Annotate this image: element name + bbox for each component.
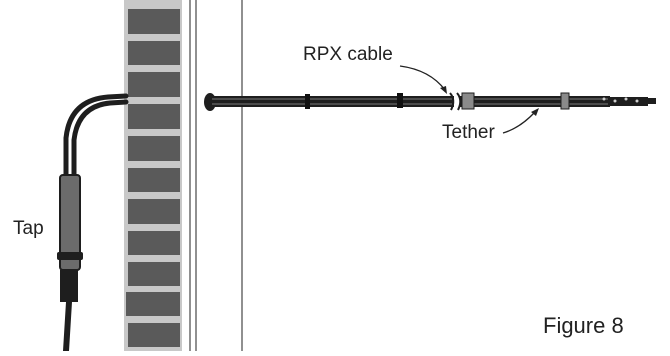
rpx-cable	[204, 92, 656, 111]
brick	[126, 292, 180, 316]
tether-end	[602, 97, 656, 106]
tether-detail	[624, 97, 628, 101]
cable-break-mark	[449, 92, 455, 111]
leader-lines	[399, 65, 539, 134]
tether-detail	[613, 99, 617, 103]
tether-tip	[640, 98, 656, 104]
tether-leader-arrow	[531, 108, 539, 116]
brick	[128, 72, 180, 97]
tether-label: Tether	[442, 122, 495, 143]
tap-cable-outer	[63, 93, 129, 265]
cable-tie	[397, 93, 403, 108]
rpx-cable-label: RPX cable	[303, 44, 393, 65]
tether-band	[461, 92, 475, 110]
figure-caption: Figure 8	[543, 313, 624, 338]
cable-tie	[305, 94, 310, 109]
cable-break-mark	[456, 92, 462, 111]
tap-label: Tap	[13, 218, 44, 239]
brick	[128, 168, 180, 192]
tether-detail	[635, 99, 639, 103]
brick	[128, 136, 180, 161]
tether-tail	[608, 97, 648, 106]
brick	[128, 323, 180, 347]
rpx-leader-arrow	[440, 86, 447, 94]
brick	[128, 104, 180, 129]
brick	[128, 9, 180, 34]
tether-leader-line	[502, 111, 536, 134]
rpx-leader-line	[399, 65, 446, 91]
tap-clamp	[57, 252, 83, 260]
brick	[128, 231, 180, 255]
tap-assembly	[57, 93, 129, 354]
tap-lower-cable	[63, 299, 72, 354]
brick	[128, 199, 180, 224]
brick	[128, 41, 180, 65]
cable-body	[210, 96, 454, 107]
tap-cable-inner	[71, 99, 129, 265]
brick	[128, 262, 180, 286]
tap-connector	[60, 270, 78, 302]
cable-body-far	[460, 96, 610, 107]
tether-band	[560, 92, 570, 110]
wall-edge-lines	[189, 0, 243, 351]
brick-wall	[124, 0, 182, 351]
tether-detail	[602, 97, 606, 101]
